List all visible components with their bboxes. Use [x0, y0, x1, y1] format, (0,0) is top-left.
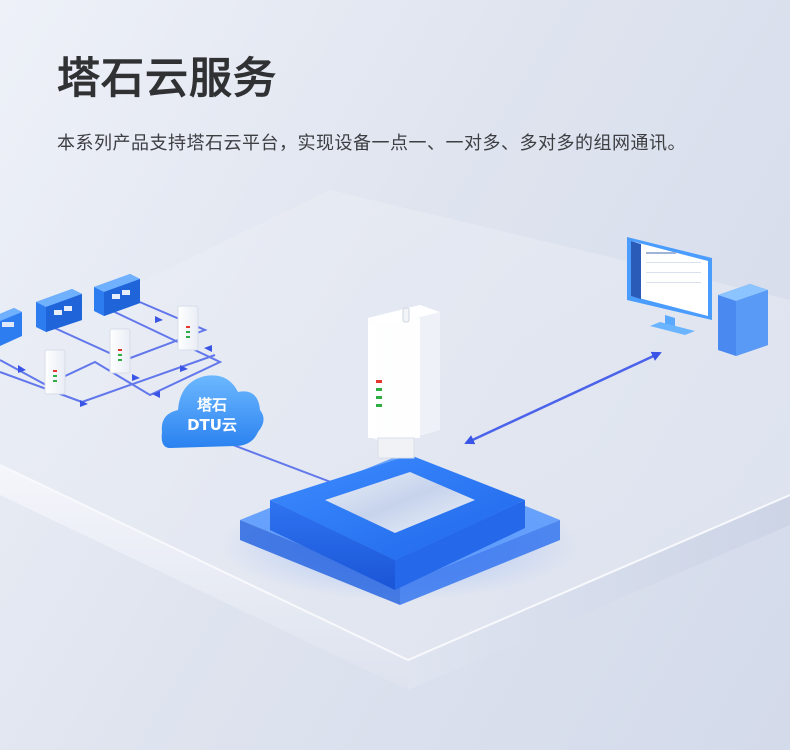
dtu-cloud: 塔石 DTU云 — [161, 375, 264, 448]
gateway-base — [220, 455, 580, 605]
computer-tower — [718, 284, 768, 356]
main-dtu-device — [368, 305, 440, 459]
led-green — [376, 388, 382, 391]
plc-module — [36, 289, 82, 332]
dtu-device-small — [177, 305, 199, 351]
page-title: 塔石云服务 — [57, 54, 277, 104]
dtu-device-small — [44, 349, 66, 395]
page-subtitle: 本系列产品支持塔石云平台，实现设备一点一、一对多、多对多的组网通讯。 — [57, 133, 686, 154]
cloud-label-line2: DTU云 — [187, 416, 237, 434]
computer-monitor — [627, 237, 712, 335]
led-green — [376, 404, 382, 407]
led-green — [376, 396, 382, 399]
dtu-device-small — [109, 328, 131, 374]
cloud-label-line1: 塔石 — [197, 396, 227, 414]
plc-module — [94, 274, 140, 316]
plc-module — [0, 308, 22, 346]
led-red — [376, 380, 382, 383]
bidirectional-link — [464, 351, 662, 445]
flow-arrows — [18, 316, 212, 407]
